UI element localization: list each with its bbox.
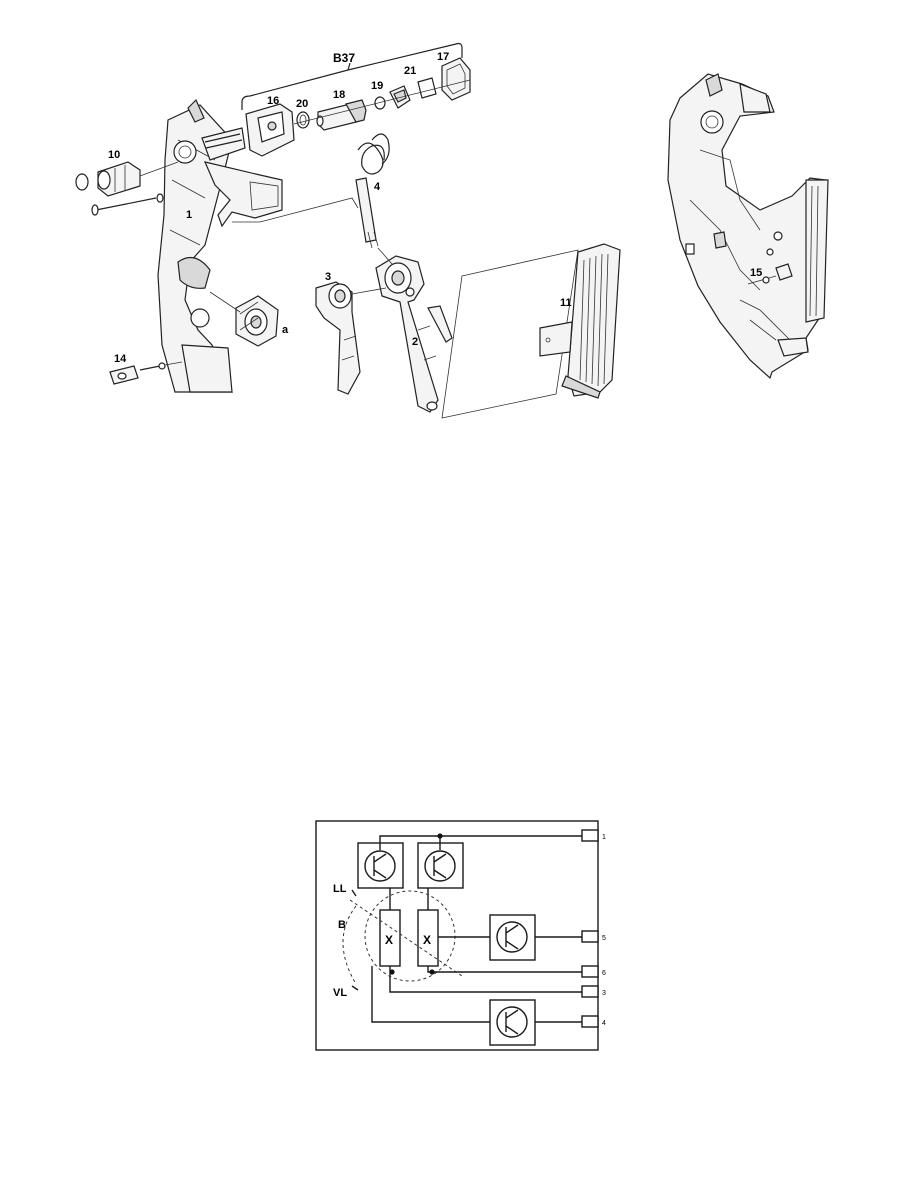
pin-label-6: 6 <box>602 970 606 977</box>
callout-16: 16 <box>267 95 279 107</box>
bracket-housing-window <box>249 181 279 211</box>
bushing-part-10 <box>75 161 141 197</box>
spring-part-4 <box>355 133 390 249</box>
callout-18: 18 <box>333 89 345 101</box>
magnet-field-circle <box>364 890 456 982</box>
leader-a <box>209 291 241 313</box>
travel-arc <box>342 905 357 985</box>
callout-14: 14 <box>114 353 127 365</box>
wire-pin6 <box>427 966 582 973</box>
wire-pin3 <box>389 966 582 993</box>
transistor-circle-bottom <box>496 1006 528 1038</box>
pedal-bracket-part-1 <box>157 98 246 393</box>
pad-mounting-panel <box>441 249 579 419</box>
part-15 <box>747 263 793 285</box>
callout-2: 2 <box>412 336 418 348</box>
cover-part-17 <box>441 57 471 101</box>
shaft-part-18 <box>316 99 367 131</box>
pin-label-1: 1 <box>602 834 606 841</box>
leader-10 <box>139 161 179 177</box>
leader-4-2 <box>377 247 393 265</box>
callout-20: 20 <box>296 98 308 110</box>
wire-pin1 <box>379 835 582 850</box>
stop-part-14 <box>109 361 183 385</box>
pin-label-3: 3 <box>602 990 606 997</box>
magnet-part-19 <box>374 96 386 110</box>
carrier-part-21 <box>389 77 437 109</box>
assembled-pedal-view <box>667 73 829 380</box>
b37-bracket-tick <box>347 62 351 71</box>
pedal-pad-part-11 <box>539 243 621 399</box>
callout-3: 3 <box>325 271 331 283</box>
sensor-axis-line <box>293 79 471 125</box>
label-b37: B37 <box>333 51 355 65</box>
leader-spring <box>232 197 359 223</box>
leader-3-2 <box>351 287 387 295</box>
pivot-bolt <box>91 193 164 216</box>
callout-11: 11 <box>560 297 572 309</box>
callout-21: 21 <box>404 65 416 77</box>
transistor-circle-middle <box>496 921 528 953</box>
sensor-housing-part-16 <box>245 103 295 157</box>
magnet-axis-line <box>349 899 463 977</box>
pedal-arm-part-2 <box>375 255 453 413</box>
hall-right-label: X <box>423 933 431 947</box>
lever-part-3 <box>315 281 361 395</box>
pin-box-4 <box>581 1015 599 1028</box>
bracket-housing <box>203 161 283 228</box>
callout-17: 17 <box>437 51 449 63</box>
pin-box-1 <box>581 829 599 842</box>
callout-10: 10 <box>108 149 120 161</box>
callout-4: 4 <box>374 181 381 193</box>
label-b: B <box>338 919 346 931</box>
callout-1: 1 <box>186 209 192 221</box>
label-ll: LL <box>333 883 347 895</box>
hall-left-label: X <box>385 933 393 947</box>
sensor-schematic: X X 1 5 6 3 4 LL B VL <box>315 820 606 1051</box>
transistor-circle-top-right <box>424 850 456 882</box>
pin-box-3 <box>581 985 599 998</box>
callout-a: a <box>282 324 289 336</box>
wire-pin4 <box>371 966 582 1023</box>
label-vl: VL <box>333 987 347 999</box>
pin-box-5 <box>581 930 599 943</box>
pin-box-6 <box>581 965 599 978</box>
ring-part-20 <box>296 111 310 129</box>
callout-15: 15 <box>750 267 762 279</box>
bushing-part-a <box>235 295 279 347</box>
transistor-circle-top-left <box>364 850 396 882</box>
pin-label-5: 5 <box>602 935 606 942</box>
callout-19: 19 <box>371 80 383 92</box>
pin-label-4: 4 <box>602 1020 606 1027</box>
